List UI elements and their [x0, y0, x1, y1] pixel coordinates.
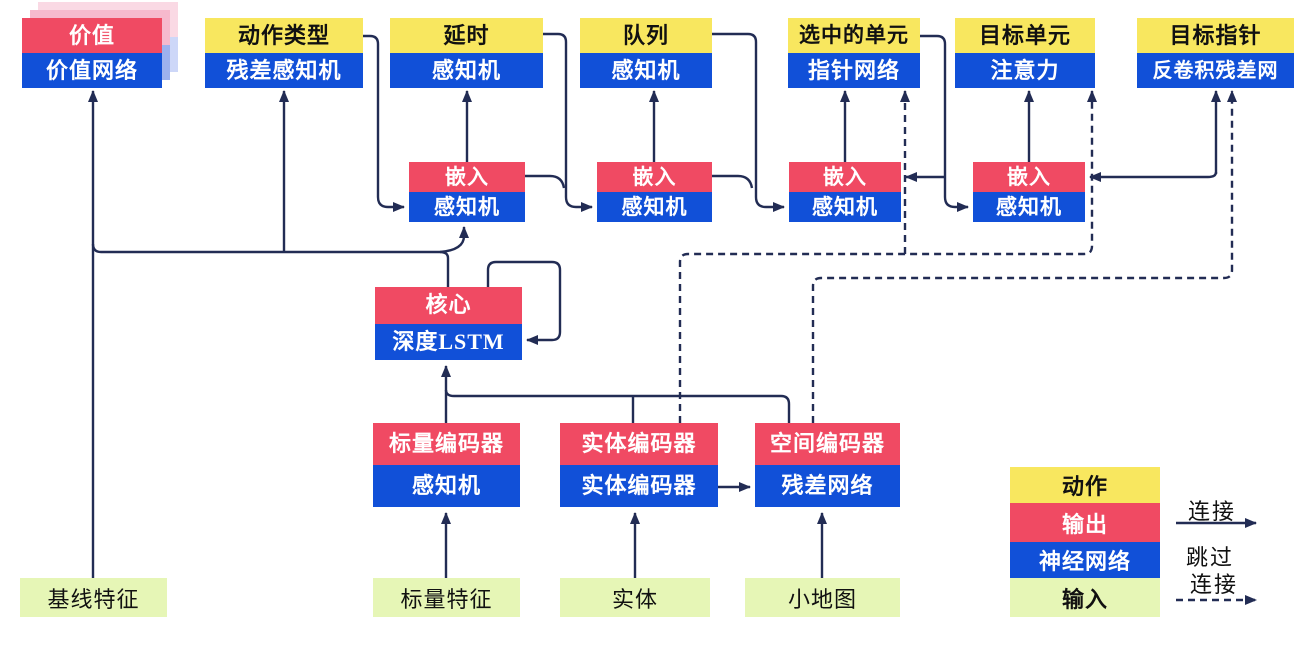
head-delay: 延时 感知机 — [390, 18, 543, 88]
legend-swatch-input: 输入 — [1010, 578, 1160, 617]
embedding-3: 嵌入 感知机 — [789, 162, 901, 222]
head-selected-units-network: 指针网络 — [788, 53, 920, 88]
head-value: 价值 价值网络 — [22, 18, 162, 88]
core-network: 深度LSTM — [375, 323, 522, 360]
legend-swatch-output: 输出 — [1010, 503, 1160, 542]
wire-selected-to-embed4 — [920, 34, 969, 212]
core-label: 核心 — [375, 287, 522, 324]
head-target-unit-network: 注意力 — [955, 53, 1095, 88]
wire-embed4-feedback — [1089, 171, 1218, 182]
head-target-unit-action: 目标单元 — [955, 18, 1095, 53]
input-scalar-features: 标量特征 — [373, 578, 520, 617]
head-target-unit: 目标单元 注意力 — [955, 18, 1095, 88]
legend-solid-connection-label: 连接 — [1188, 499, 1237, 524]
skip-spatial-to-target-point — [811, 90, 1237, 423]
legend-swatch-network: 神经网络 — [1010, 542, 1160, 578]
embedding-3-label: 嵌入 — [789, 162, 901, 192]
head-value-output: 价值 — [22, 18, 162, 53]
head-selected-units-action: 选中的单元 — [788, 18, 920, 53]
wire-embed1-merge — [525, 174, 566, 189]
head-action-type-network: 残差感知机 — [205, 53, 363, 88]
wire-delay-to-embed2 — [543, 32, 593, 212]
wire-spatial-to-core — [444, 389, 791, 423]
input-entities: 实体 — [560, 578, 710, 617]
embedding-2: 嵌入 感知机 — [597, 162, 712, 222]
legend-swatch-action: 动作 — [1010, 467, 1160, 503]
head-selected-units: 选中的单元 指针网络 — [788, 18, 920, 88]
wire-embed2-merge — [712, 174, 754, 189]
core: 核心 深度LSTM — [375, 287, 522, 360]
head-delay-action: 延时 — [390, 18, 543, 53]
wire-queue-to-embed3 — [712, 32, 785, 212]
head-queue-action: 队列 — [580, 18, 712, 53]
encoder-scalar-network: 感知机 — [373, 465, 520, 507]
embedding-1-network: 感知机 — [409, 192, 525, 222]
head-queue: 队列 感知机 — [580, 18, 712, 88]
encoder-entity-label: 实体编码器 — [560, 423, 718, 465]
legend-skip-connection-label-2: 连接 — [1190, 572, 1239, 597]
embedding-2-label: 嵌入 — [597, 162, 712, 192]
embedding-2-network: 感知机 — [597, 192, 712, 222]
head-delay-network: 感知机 — [390, 53, 543, 88]
embedding-4-label: 嵌入 — [973, 162, 1085, 192]
legend-skip-connection-label-1: 跳过 — [1186, 545, 1235, 570]
encoder-entity-network: 实体编码器 — [560, 465, 718, 507]
head-target-point-action: 目标指针 — [1137, 18, 1294, 53]
wire-core-to-embed1 — [439, 226, 469, 254]
embedding-4-network: 感知机 — [973, 192, 1085, 222]
input-minimap: 小地图 — [745, 578, 900, 617]
input-baseline-features: 基线特征 — [20, 578, 167, 617]
head-value-network: 价值网络 — [22, 53, 162, 88]
embedding-1-label: 嵌入 — [409, 162, 525, 192]
head-target-point: 目标指针 反卷积残差网 — [1137, 18, 1294, 88]
wire-core-self-loop — [486, 260, 562, 345]
skip-entity-to-target-unit — [678, 90, 1097, 423]
encoder-spatial-label: 空间编码器 — [755, 423, 900, 465]
head-queue-network: 感知机 — [580, 53, 712, 88]
embedding-1: 嵌入 感知机 — [409, 162, 525, 222]
head-target-point-network: 反卷积残差网 — [1137, 53, 1294, 88]
wire-core-output-left — [91, 243, 450, 287]
wire-action-type-to-embed1 — [363, 34, 405, 212]
head-action-type: 动作类型 残差感知机 — [205, 18, 363, 88]
encoder-spatial-network: 残差网络 — [755, 465, 900, 507]
encoder-spatial: 空间编码器 残差网络 — [755, 423, 900, 507]
head-action-type-action: 动作类型 — [205, 18, 363, 53]
encoder-scalar-label: 标量编码器 — [373, 423, 520, 465]
embedding-3-network: 感知机 — [789, 192, 901, 222]
encoder-scalar: 标量编码器 感知机 — [373, 423, 520, 507]
encoder-entity: 实体编码器 实体编码器 — [560, 423, 718, 507]
embedding-4: 嵌入 感知机 — [973, 162, 1085, 222]
